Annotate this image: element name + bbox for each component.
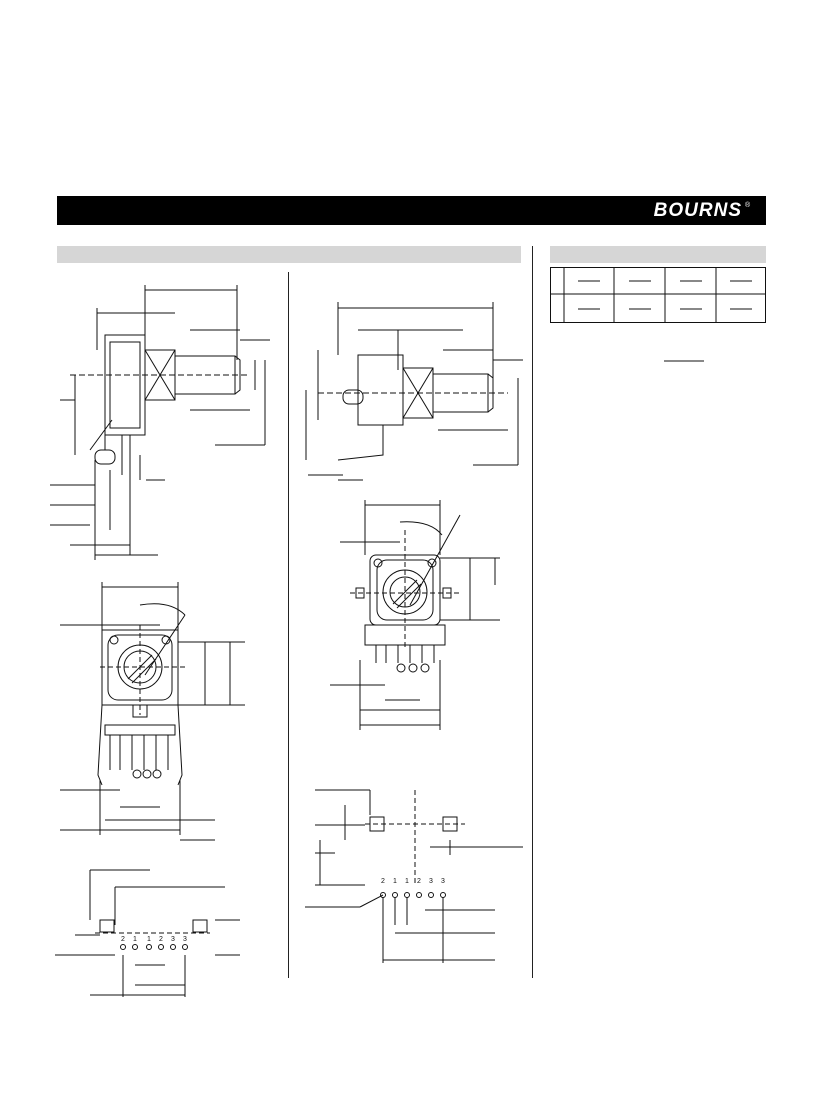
side-view-drawing-middle [305, 302, 523, 481]
front-view-drawing-left [60, 582, 245, 841]
pcb-layout-middle: 2 1 1 2 3 3 [305, 789, 523, 963]
pcb-layout-left: 2 1 1 2 3 3 [55, 869, 240, 997]
svg-text:2: 2 [159, 936, 163, 943]
side-view-drawing-left [50, 285, 270, 560]
svg-text:2: 2 [417, 878, 421, 885]
footnote-rule [664, 360, 704, 362]
front-view-drawing-middle [330, 500, 500, 730]
section-bar-left [57, 246, 521, 263]
svg-text:3: 3 [441, 878, 445, 885]
spec-table [550, 267, 766, 323]
svg-text:3: 3 [183, 936, 187, 943]
svg-text:3: 3 [429, 878, 433, 885]
svg-text:1: 1 [147, 936, 151, 943]
logo-text: BOURNS [654, 200, 742, 221]
section-bar-right [550, 246, 766, 263]
svg-text:3: 3 [171, 936, 175, 943]
svg-text:1: 1 [393, 878, 397, 885]
svg-text:2: 2 [381, 878, 385, 885]
registered-mark: ® [745, 201, 751, 209]
svg-text:2: 2 [121, 936, 125, 943]
column-divider-left [288, 272, 289, 978]
column-divider-right [532, 246, 533, 978]
svg-text:1: 1 [133, 936, 137, 943]
svg-text:1: 1 [405, 878, 409, 885]
bourns-logo: BOURNS ® [654, 200, 751, 221]
header-bar: BOURNS ® [57, 196, 766, 225]
